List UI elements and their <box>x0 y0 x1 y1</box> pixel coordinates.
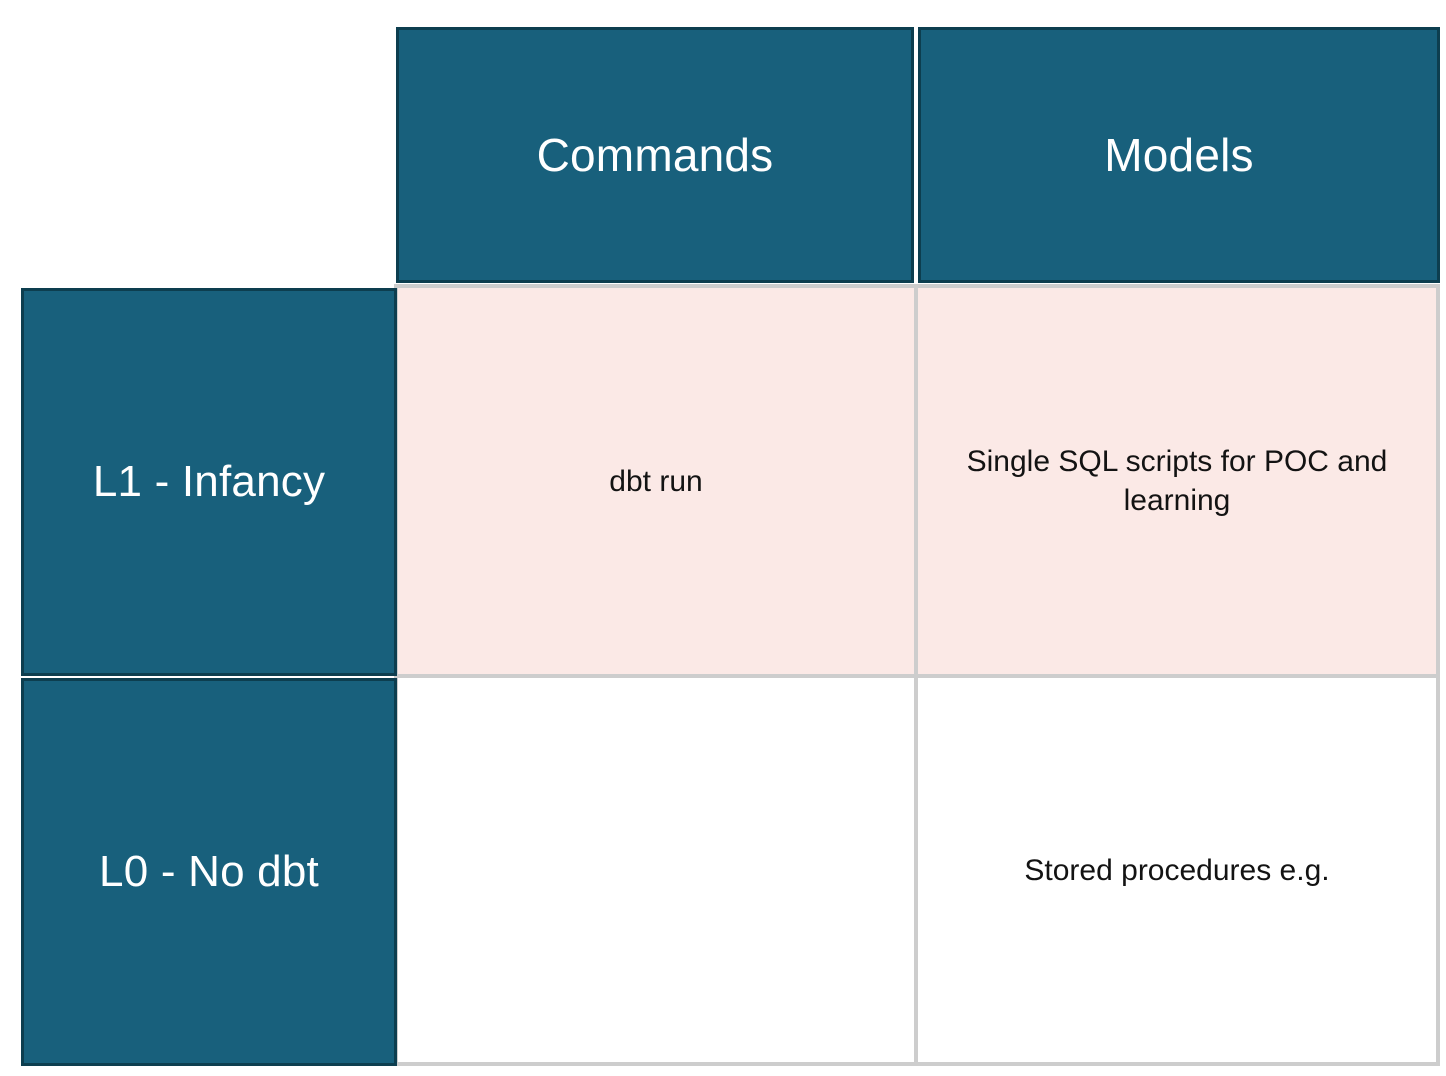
gridline-horizontal-middle <box>394 674 1440 678</box>
gridline-horizontal-bottom <box>394 1062 1440 1066</box>
cell-l1-models[interactable]: Single SQL scripts for POC and learning <box>918 288 1436 674</box>
row-header-l1-infancy-label: L1 - Infancy <box>92 456 326 506</box>
row-header-l1-infancy[interactable]: L1 - Infancy <box>21 288 397 676</box>
cell-l1-models-text: Single SQL scripts for POC and learning <box>966 445 1388 517</box>
cell-l0-models[interactable]: Stored procedures e.g. <box>918 678 1436 1062</box>
row-header-l0-no-dbt[interactable]: L0 - No dbt <box>21 678 397 1066</box>
column-header-models-label: Models <box>1104 128 1254 181</box>
column-header-commands[interactable]: Commands <box>396 27 914 283</box>
cell-l0-models-text: Stored procedures e.g. <box>1024 853 1330 887</box>
cell-l0-commands[interactable] <box>398 678 914 1062</box>
column-header-commands-label: Commands <box>536 128 774 181</box>
cell-l1-commands-text: dbt run <box>609 464 703 498</box>
gridline-horizontal-top <box>394 284 1440 288</box>
column-header-models[interactable]: Models <box>918 27 1440 283</box>
cell-l1-commands[interactable]: dbt run <box>398 288 914 674</box>
row-header-l0-no-dbt-label: L0 - No dbt <box>99 846 319 896</box>
table-corner-cell <box>0 0 394 284</box>
